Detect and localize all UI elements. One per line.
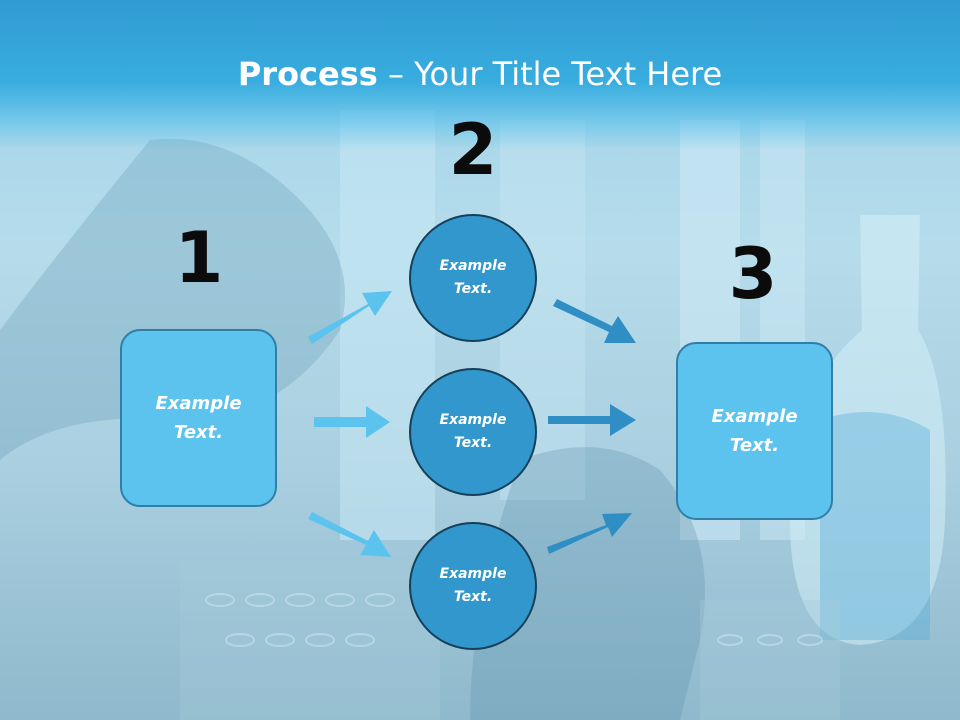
step-2-circle-top: Example Text. (409, 214, 537, 342)
arrow-middle-to-3 (548, 404, 636, 436)
step-number-3: 3 (728, 233, 778, 315)
step-3-text: Example Text. (711, 406, 798, 456)
step-2-circle-bottom: Example Text. (409, 522, 537, 650)
step-number-2: 2 (448, 109, 498, 191)
title-bold-part: Process (237, 55, 378, 93)
title-rest-part: – Your Title Text Here (377, 55, 723, 93)
step-number-1: 1 (174, 217, 224, 299)
arrow-1-to-top (308, 291, 392, 344)
arrow-top-to-3 (553, 299, 636, 343)
step-1-box: Example Text. (120, 329, 277, 507)
arrow-1-to-bottom (308, 512, 391, 557)
step-1-text: Example Text. (155, 393, 242, 443)
circle-top-text: Example Text. (439, 258, 507, 297)
title-band (0, 0, 960, 150)
slide-title: Process – Your Title Text Here (0, 52, 960, 96)
arrow-bottom-to-3 (547, 513, 632, 554)
circle-bottom-text: Example Text. (439, 566, 507, 605)
step-2-circle-middle: Example Text. (409, 368, 537, 496)
step-3-box: Example Text. (676, 342, 833, 520)
arrow-1-to-middle (314, 406, 390, 438)
circle-middle-text: Example Text. (439, 412, 507, 451)
